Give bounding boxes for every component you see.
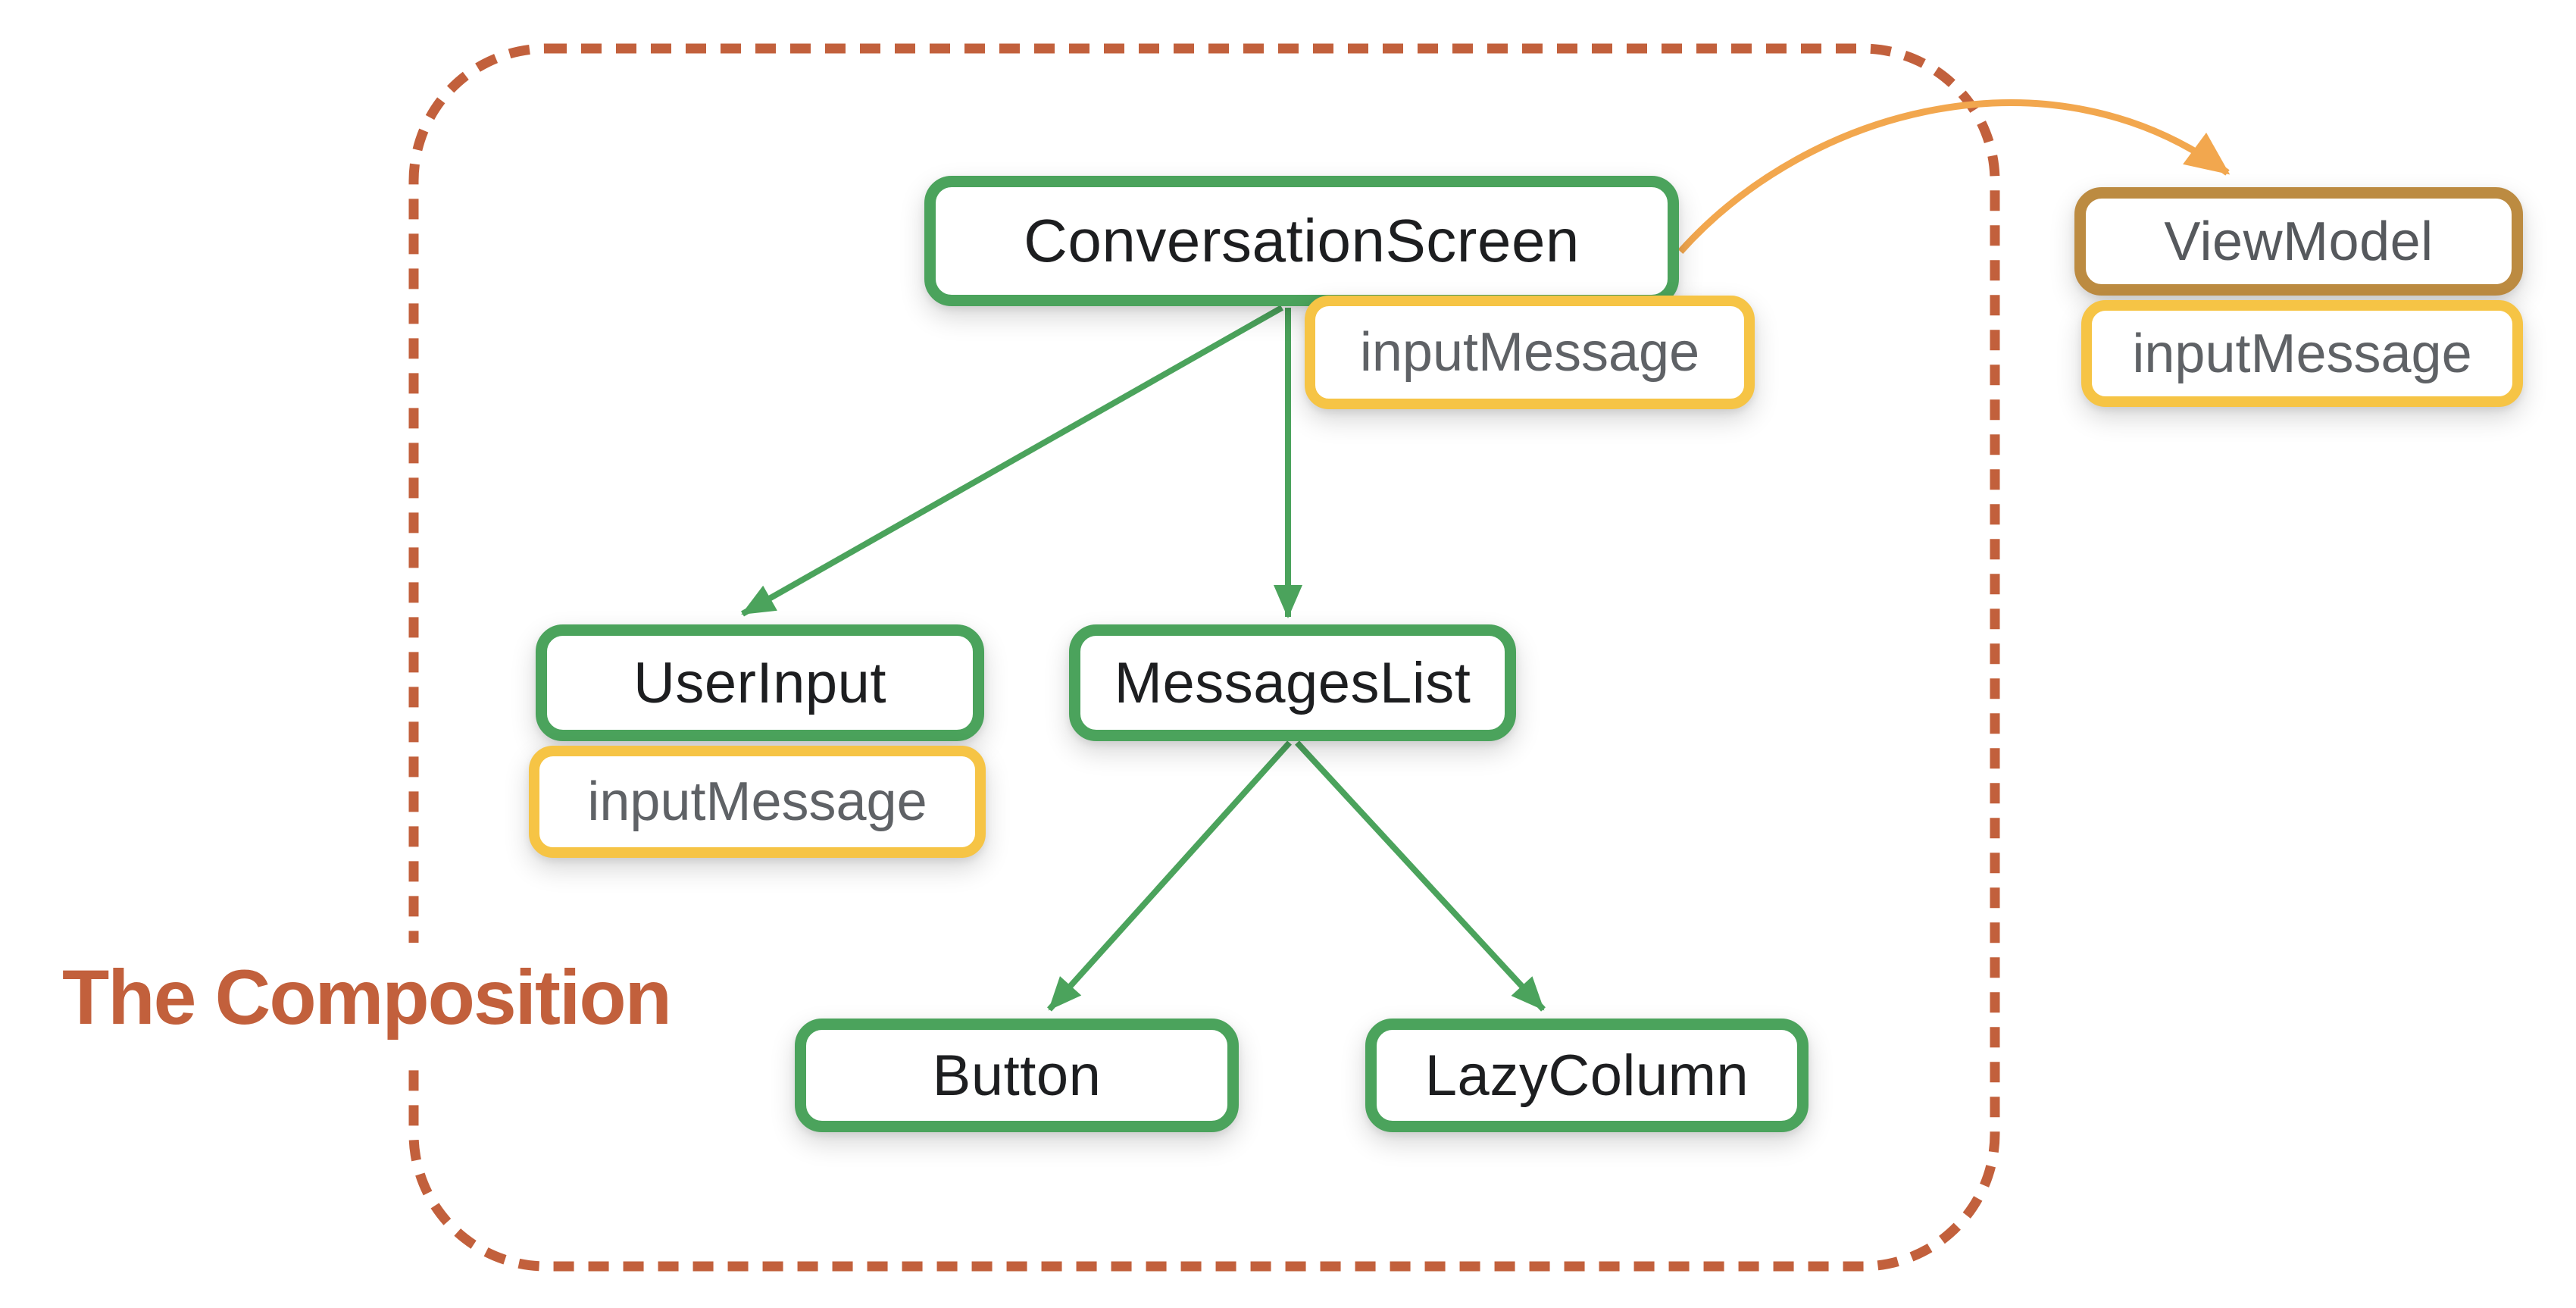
node-lazycolumn-label: LazyColumn	[1424, 1043, 1749, 1108]
state-badge-userinput: inputMessage	[529, 746, 986, 858]
node-conversationscreen-label: ConversationScreen	[1024, 207, 1580, 274]
state-badge-conversationscreen-label: inputMessage	[1359, 322, 1700, 383]
node-messageslist-label: MessagesList	[1114, 650, 1471, 715]
node-viewmodel: ViewModel	[2074, 187, 2523, 296]
node-lazycolumn: LazyColumn	[1365, 1019, 1809, 1132]
state-badge-viewmodel-label: inputMessage	[2132, 323, 2472, 384]
node-button: Button	[795, 1019, 1239, 1132]
edge-conversationscreen-userinput	[741, 305, 1283, 617]
node-messageslist: MessagesList	[1069, 624, 1516, 741]
composition-boundary-title: The Composition	[42, 943, 696, 1062]
edge-messageslist-lazycolumn	[1295, 740, 1546, 1012]
state-badge-conversationscreen: inputMessage	[1305, 296, 1755, 409]
node-conversationscreen: ConversationScreen	[924, 176, 1679, 306]
node-button-label: Button	[932, 1043, 1102, 1108]
state-badge-viewmodel: inputMessage	[2081, 300, 2523, 407]
composition-boundary-outline	[408, 43, 2000, 1272]
node-userinput: UserInput	[536, 624, 984, 741]
node-userinput-label: UserInput	[633, 650, 886, 715]
edge-messageslist-button	[1047, 740, 1292, 1012]
node-viewmodel-label: ViewModel	[2164, 211, 2434, 272]
state-badge-userinput-label: inputMessage	[587, 771, 927, 832]
edge-conversationscreen-viewmodel	[1677, 99, 2231, 255]
